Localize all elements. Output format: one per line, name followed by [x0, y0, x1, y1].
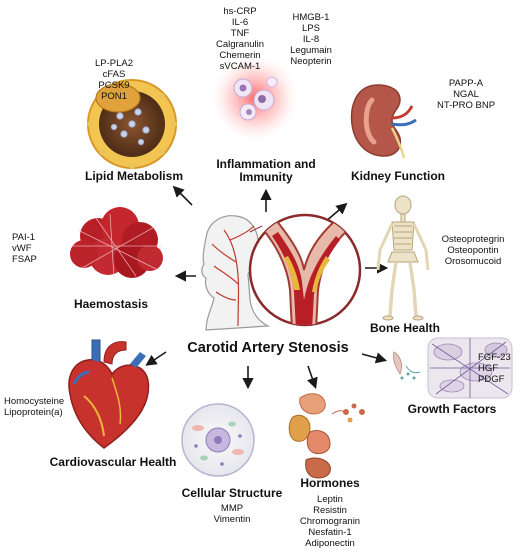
lipid-biomarker-list: LP-PLA2 cFAS PCSK9 PON1: [74, 58, 154, 102]
biomarker-item: Vimentin: [213, 514, 251, 525]
arrow-to-hormones: [307, 365, 318, 390]
biomarker-item: IL-6: [231, 17, 249, 28]
head-carotid-illustration: [201, 213, 362, 331]
biomarker-item: Adiponectin: [305, 538, 355, 549]
biomarker-item: Leptin: [317, 494, 343, 505]
endocrine-glands-illustration: [288, 393, 365, 479]
biomarker-item: PAPP-A: [448, 78, 484, 89]
biomarker-item: Osteopontin: [447, 245, 499, 256]
biomarker-item: NT-PRO BNP: [436, 100, 496, 111]
biomarker-item: Homocysteine: [4, 396, 65, 407]
biomarker-item: Resistin: [313, 505, 347, 516]
cell-illustration: [181, 403, 255, 477]
inflammation-title-line-1: Inflammation and: [216, 157, 316, 171]
inflammation-biomarker-list-left: hs-CRP IL-6 TNF Calgranulin Chemerin sVC…: [200, 6, 280, 72]
biomarker-item: Neopterin: [290, 56, 332, 67]
hormones-title: Hormones: [300, 476, 360, 490]
haemostasis-title: Haemostasis: [73, 297, 149, 311]
biomarker-item: Chemerin: [219, 50, 261, 61]
biomarker-item: HMGB-1: [292, 12, 330, 23]
biomarker-item: MMP: [220, 503, 244, 514]
biomarker-item: HGF: [478, 363, 499, 374]
inflammation-biomarker-list-right: HMGB-1 LPS IL-8 Legumain Neopterin: [276, 12, 346, 67]
kidney-biomarker-list: PAPP-A NGAL NT-PRO BNP: [420, 78, 512, 111]
cellular-biomarker-list: MMP Vimentin: [200, 503, 264, 525]
biomarker-item: FGF-23: [478, 352, 511, 363]
inflammation-title-line-2: Immunity: [239, 170, 293, 184]
biomarker-item: Chromogranin: [299, 516, 361, 527]
cardiovascular-health-title: Cardiovascular Health: [49, 455, 177, 469]
biomarker-item: PON1: [101, 91, 127, 102]
inflammation-immunity-title: Inflammation and Immunity: [206, 158, 326, 184]
arrow-to-growth: [361, 352, 388, 364]
biomarker-item: Osteoprotegrin: [441, 234, 505, 245]
skeleton-illustration: [376, 195, 430, 321]
biomarker-item: PCSK9: [98, 80, 130, 91]
growth-factor-cells-illustration: [393, 337, 513, 399]
heart-illustration: [68, 339, 150, 449]
inflammation-cells-illustration: [209, 52, 301, 144]
biomarker-item: Lipoprotein(a): [4, 407, 63, 418]
biomarker-item: TNF: [230, 28, 250, 39]
biomarker-item: cFAS: [102, 69, 126, 80]
bone-health-title: Bone Health: [369, 321, 440, 335]
growth-factor-biomarker-list: FGF-23 HGF PDGF: [478, 352, 518, 385]
cellular-structure-title: Cellular Structure: [181, 486, 283, 500]
biomarker-item: Nesfatin-1: [308, 527, 352, 538]
cardio-biomarker-list: Homocysteine Lipoprotein(a): [4, 396, 78, 418]
biomarker-item: Orosomucoid: [444, 256, 502, 267]
lipid-particle-illustration: [87, 79, 177, 169]
hormones-biomarker-list: Leptin Resistin Chromogranin Nesfatin-1 …: [292, 494, 368, 549]
carotid-artery-stenosis-title: Carotid Artery Stenosis: [187, 340, 349, 356]
biomarker-item: FSAP: [12, 254, 37, 265]
biomarker-item: LPS: [302, 23, 320, 34]
blood-clot-illustration: [70, 207, 163, 279]
bone-biomarker-list: Osteoprotegrin Osteopontin Orosomucoid: [430, 234, 516, 267]
biomarker-item: NGAL: [453, 89, 479, 100]
arrow-to-lipid: [172, 185, 193, 206]
biomarker-item: vWF: [12, 243, 32, 254]
biomarker-item: Calgranulin: [215, 39, 265, 50]
biomarker-item: PAI-1: [12, 232, 36, 243]
biomarker-item: hs-CRP: [223, 6, 257, 17]
kidney-function-title: Kidney Function: [351, 169, 445, 183]
biomarker-item: LP-PLA2: [94, 58, 134, 69]
biomarker-item: PDGF: [478, 374, 505, 385]
arrow-to-cardio: [145, 351, 167, 366]
haemostasis-biomarker-list: PAI-1 vWF FSAP: [12, 232, 52, 265]
kidney-illustration: [350, 84, 417, 159]
biomarker-item: IL-8: [302, 34, 320, 45]
biomarker-item: sVCAM-1: [219, 61, 261, 72]
lipid-metabolism-title: Lipid Metabolism: [84, 169, 183, 183]
growth-factors-title: Growth Factors: [407, 402, 497, 416]
biomarker-item: Legumain: [290, 45, 332, 56]
